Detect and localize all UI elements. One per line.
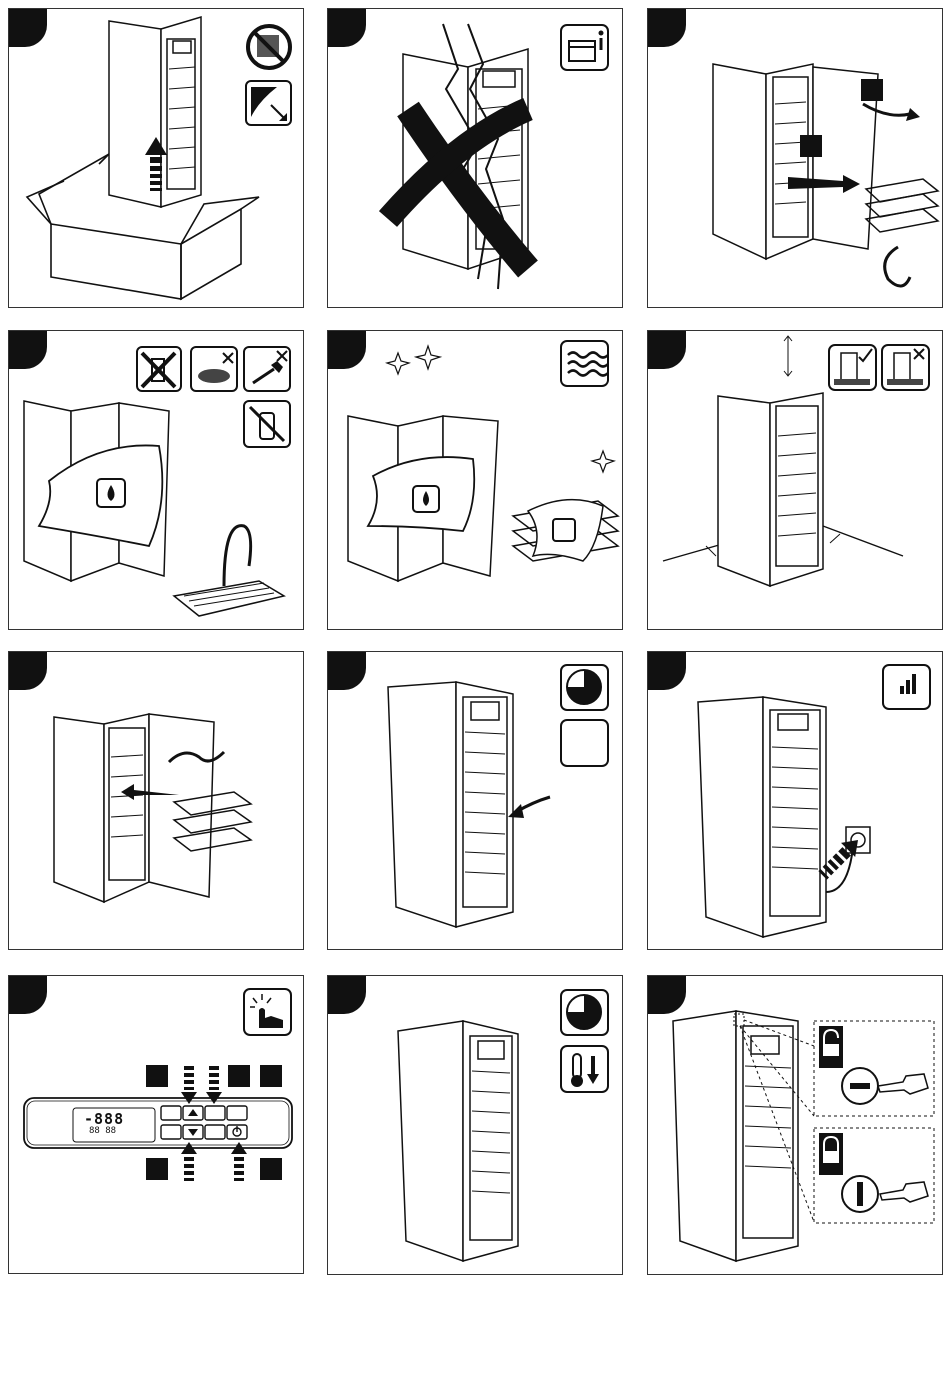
placement-illustration <box>648 331 942 629</box>
cleaning-illustration <box>9 331 303 629</box>
step-label-b <box>800 135 822 157</box>
panel-wait <box>327 651 623 950</box>
connect-power-illustration <box>648 652 942 949</box>
panel-transport-damage <box>327 8 623 308</box>
step-label-3 <box>260 1065 282 1087</box>
insert-accessories-illustration <box>9 652 303 949</box>
control-panel-illustration <box>9 976 303 1273</box>
panel-connect-power <box>647 651 943 950</box>
step-label-1 <box>146 1065 168 1087</box>
panel-drying <box>327 330 623 630</box>
step-label-5 <box>260 1158 282 1180</box>
display-sub: 88 88 <box>89 1126 116 1136</box>
panel-cleaning <box>8 330 304 630</box>
step-label-4 <box>146 1158 168 1180</box>
step-label-a <box>861 79 883 101</box>
damaged-appliance-illustration <box>328 9 622 307</box>
panel-insert-accessories <box>8 651 304 950</box>
cooling-appliance-illustration <box>328 976 622 1274</box>
panel-temperature <box>327 975 623 1275</box>
drying-illustration <box>328 331 622 629</box>
panel-control-panel: -888 88 88 <box>8 975 304 1274</box>
panel-placement <box>647 330 943 630</box>
unpacking-illustration <box>9 9 303 307</box>
lock-illustration <box>648 976 942 1274</box>
panel-unpacking <box>8 8 304 308</box>
panel-lock <box>647 975 943 1275</box>
remove-accessories-illustration <box>648 9 942 307</box>
step-label-2 <box>228 1065 250 1087</box>
closed-appliance-illustration <box>328 652 622 949</box>
panel-remove-accessories <box>647 8 943 308</box>
